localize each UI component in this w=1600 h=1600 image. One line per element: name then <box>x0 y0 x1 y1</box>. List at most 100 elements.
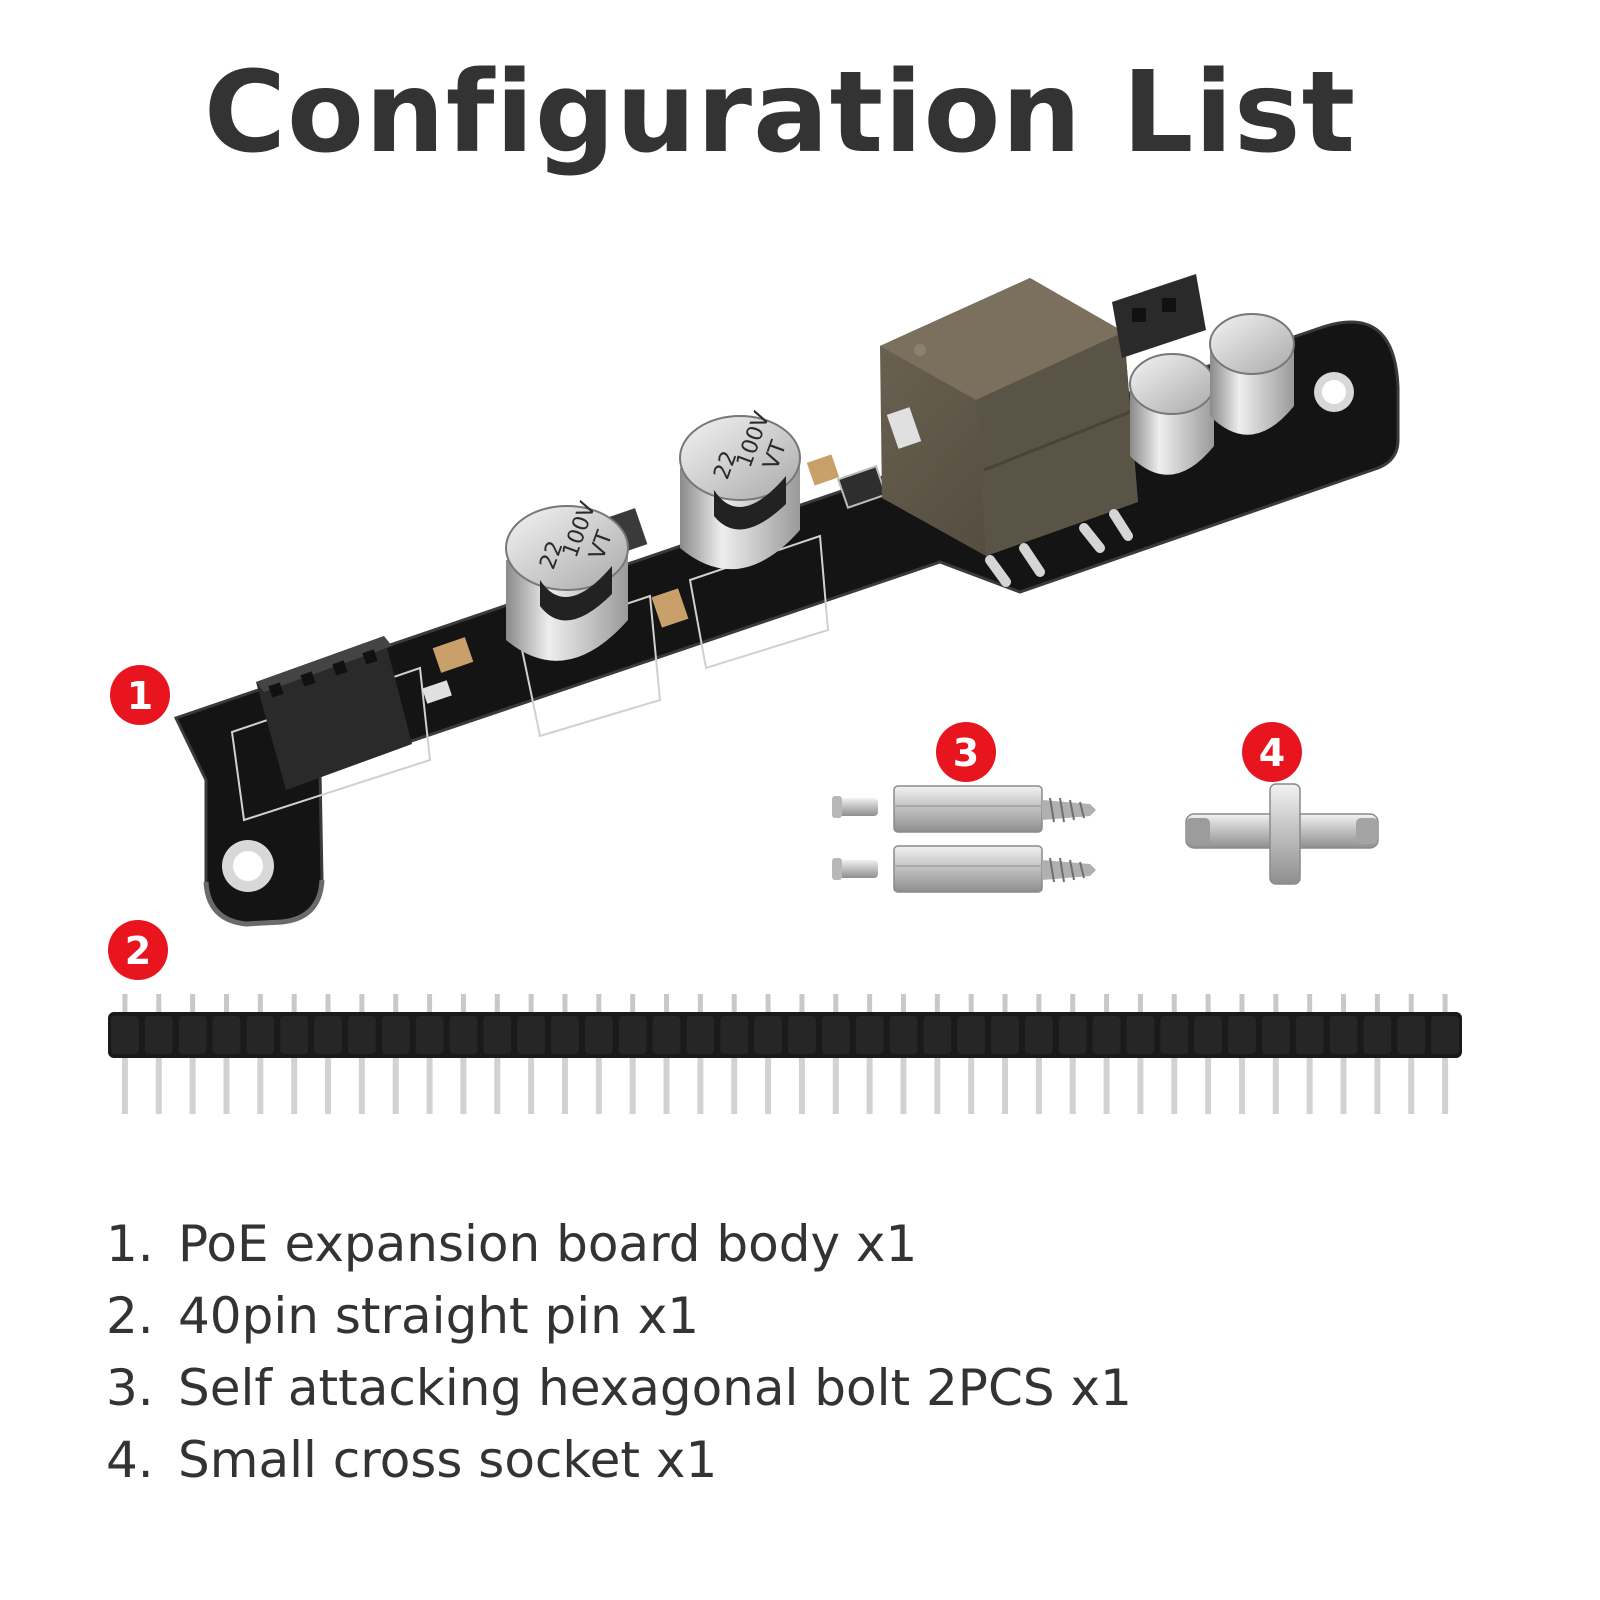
pin-housing <box>483 1016 512 1054</box>
pin-bottom <box>1238 1058 1245 1114</box>
pin-bottom <box>1137 1058 1144 1114</box>
pin-bottom <box>832 1058 839 1114</box>
pin-bottom <box>1035 1058 1042 1114</box>
pin-top <box>223 994 229 1012</box>
transformer <box>880 278 1138 587</box>
svg-text:1: 1 <box>127 674 153 718</box>
pin-bottom <box>358 1058 365 1114</box>
badge-2: 2 <box>108 920 168 980</box>
pin-top <box>1070 994 1076 1012</box>
pin-top <box>122 994 128 1012</box>
hex-bolt-image <box>832 785 1096 893</box>
capacitor-2: 22 100V VT <box>679 409 801 570</box>
pin-bottom <box>1442 1058 1449 1114</box>
list-item-number: 3. <box>106 1359 154 1417</box>
pin-bottom <box>1340 1058 1347 1114</box>
list-item: 3. Self attacking hexagonal bolt 2PCS x1 <box>106 1352 1132 1424</box>
list-item-text: Self attacking hexagonal bolt 2PCS x1 <box>178 1359 1132 1417</box>
pin-bottom <box>325 1058 332 1114</box>
pin-bottom <box>900 1058 907 1114</box>
pin-bottom <box>494 1058 501 1114</box>
pin-housing <box>686 1016 715 1054</box>
pin-bottom <box>934 1058 941 1114</box>
pin-housing <box>314 1016 342 1054</box>
pin-bottom <box>798 1058 805 1114</box>
pin-top <box>291 994 297 1012</box>
pin-top <box>325 994 331 1012</box>
pin-top <box>596 994 602 1012</box>
pin-housing <box>821 1016 850 1054</box>
pin-top <box>1239 994 1245 1012</box>
pin-top <box>1307 994 1313 1012</box>
pin-top <box>494 994 500 1012</box>
list-item-number: 1. <box>106 1215 154 1273</box>
pin-housing <box>957 1016 986 1054</box>
pin-housing <box>280 1016 309 1054</box>
pin-top <box>1002 994 1008 1012</box>
capacitor-1: 22 100V VT <box>505 499 629 661</box>
pin-bottom <box>155 1058 162 1114</box>
hex-bolt-2 <box>832 845 1096 893</box>
pin-housing <box>246 1016 275 1054</box>
pin-housing <box>1431 1016 1459 1054</box>
pin-housing <box>1092 1016 1121 1054</box>
pin-bottom <box>426 1058 433 1114</box>
list-item: 4.Small cross socket x1 <box>106 1424 1132 1496</box>
pin-top <box>427 994 433 1012</box>
pin-top <box>1205 994 1211 1012</box>
pin-top <box>1408 994 1414 1012</box>
list-item-number: 4. <box>106 1431 154 1489</box>
pin-housing <box>1363 1016 1392 1054</box>
pin-housing <box>788 1016 816 1054</box>
pin-bottom <box>968 1058 975 1114</box>
pin-housing <box>584 1016 613 1054</box>
pin-top <box>393 994 399 1012</box>
pin-housing <box>652 1016 681 1054</box>
pin-bottom <box>697 1058 704 1114</box>
pin-housing <box>1058 1016 1087 1054</box>
pin-top <box>528 994 534 1012</box>
pin-housing <box>1261 1016 1290 1054</box>
pin-bottom <box>291 1058 298 1114</box>
pin-bottom <box>392 1058 399 1114</box>
pin-housing <box>1228 1016 1256 1054</box>
pin-housing <box>618 1016 647 1054</box>
pin-housing <box>923 1016 952 1054</box>
pin-top <box>1036 994 1042 1012</box>
pin-bottom <box>1408 1058 1415 1114</box>
pin-top <box>1374 994 1380 1012</box>
pin-housing <box>1329 1016 1358 1054</box>
pin-top <box>900 994 906 1012</box>
pin-header-body <box>108 1012 1462 1058</box>
pin-bottom <box>1103 1058 1110 1114</box>
pin-housing <box>551 1016 579 1054</box>
pin-housing <box>178 1016 207 1054</box>
pin-top <box>799 994 805 1012</box>
pin-housing <box>381 1016 410 1054</box>
pin-housing <box>1126 1016 1155 1054</box>
pin-bottom <box>223 1058 230 1114</box>
pin-bottom <box>866 1058 873 1114</box>
pin-housing <box>720 1016 749 1054</box>
pin-housing <box>415 1016 444 1054</box>
configuration-list: 1.PoE expansion board body x1 2.40pin st… <box>106 1208 1132 1496</box>
pin-top <box>1171 994 1177 1012</box>
pin-bottom <box>189 1058 196 1114</box>
pin-top <box>1273 994 1279 1012</box>
pin-bottom <box>595 1058 602 1114</box>
pin-housing <box>1295 1016 1324 1054</box>
pin-housing <box>449 1016 478 1054</box>
pin-bottom <box>663 1058 670 1114</box>
pin-top <box>1442 994 1448 1012</box>
badge-1: 1 <box>110 665 170 725</box>
pin-bottom <box>1069 1058 1076 1114</box>
badge-3: 3 <box>936 722 996 782</box>
pin-housing <box>889 1016 918 1054</box>
poe-board-image: 22 100V VT 22 100V VT <box>173 274 1400 927</box>
pin-top <box>867 994 873 1012</box>
pin-bottom <box>460 1058 467 1114</box>
pin-top <box>697 994 703 1012</box>
pin-housing <box>111 1016 139 1054</box>
pin-housing <box>1194 1016 1223 1054</box>
pin-top <box>630 994 636 1012</box>
